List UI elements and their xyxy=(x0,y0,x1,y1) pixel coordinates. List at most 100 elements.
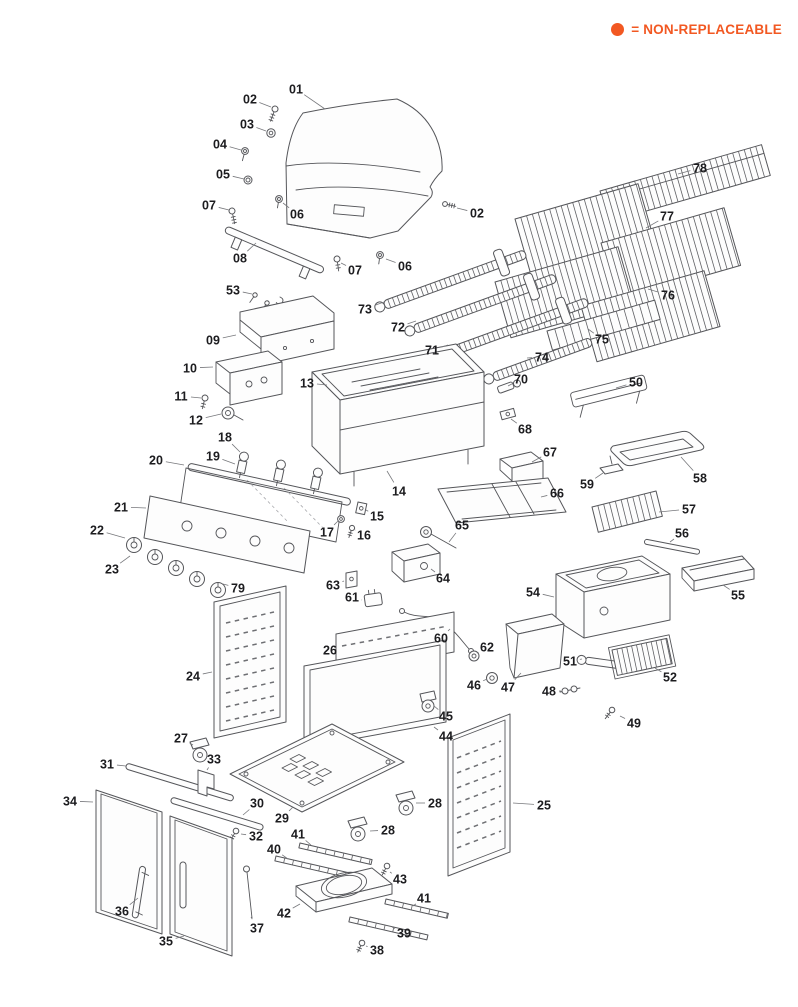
leader-line-11 xyxy=(190,396,202,399)
leader-line-54 xyxy=(542,593,555,598)
leader-line-43 xyxy=(389,871,393,874)
support-rail-56 xyxy=(643,538,701,555)
leader-line-41 xyxy=(412,903,417,907)
leader-line-70 xyxy=(507,383,513,387)
part-label-61: 61 xyxy=(345,591,359,605)
leader-line-05 xyxy=(232,175,245,180)
caster-28b xyxy=(347,816,368,842)
part-label-71: 71 xyxy=(425,344,439,358)
slide-rail-41b xyxy=(384,898,449,919)
part-label-13: 13 xyxy=(300,377,314,391)
burner-tube-74 xyxy=(483,338,593,385)
leader-line-04 xyxy=(229,146,242,151)
grommet-17 xyxy=(337,515,345,523)
firebox-13 xyxy=(311,343,485,487)
part-label-37: 37 xyxy=(250,922,264,936)
control-knob xyxy=(147,549,163,565)
bottom-panel-29 xyxy=(229,723,405,813)
part-label-07: 07 xyxy=(348,264,362,278)
part-label-29: 29 xyxy=(275,812,289,826)
leader-line-18 xyxy=(231,443,241,453)
leader-line-57 xyxy=(658,509,680,513)
side-shelf-58 xyxy=(610,430,705,467)
grommet-62 xyxy=(468,650,480,662)
screw-11 xyxy=(200,394,209,410)
part-label-44: 44 xyxy=(439,730,453,744)
leader-line-29 xyxy=(288,806,294,812)
leader-line-53 xyxy=(242,291,253,295)
screw-07 xyxy=(228,207,237,225)
part-label-63: 63 xyxy=(326,579,340,593)
heat-plate-75 xyxy=(546,299,661,351)
part-label-75: 75 xyxy=(595,333,609,347)
screw-38 xyxy=(356,939,366,953)
leader-line-36 xyxy=(129,897,139,906)
part-label-21: 21 xyxy=(114,501,128,515)
part-label-40: 40 xyxy=(267,843,281,857)
leader-line-24 xyxy=(202,671,213,675)
part-label-58: 58 xyxy=(693,472,707,486)
part-label-04: 04 xyxy=(213,138,227,152)
part-label-14: 14 xyxy=(392,485,406,499)
part-label-25: 25 xyxy=(537,799,551,813)
part-label-62: 62 xyxy=(480,641,494,655)
bolt-04 xyxy=(241,147,249,162)
slide-rail-39 xyxy=(348,916,429,941)
leader-line-47 xyxy=(514,672,522,680)
leader-line-55 xyxy=(722,584,730,590)
part-label-09: 09 xyxy=(206,334,220,348)
leader-line-58 xyxy=(680,456,694,471)
part-label-31: 31 xyxy=(100,758,114,772)
valve-18 xyxy=(236,451,249,479)
leader-line-65 xyxy=(448,532,457,543)
part-label-33: 33 xyxy=(207,753,221,767)
leader-line-02 xyxy=(456,207,468,211)
leader-line-22 xyxy=(106,532,126,539)
heat-shield-09 xyxy=(239,295,335,366)
part-label-48: 48 xyxy=(542,685,556,699)
leader-line-56 xyxy=(669,538,675,543)
leader-line-33 xyxy=(206,767,209,771)
igniter-module-64 xyxy=(391,543,441,583)
part-label-60: 60 xyxy=(434,632,448,646)
leader-line-01 xyxy=(304,94,326,110)
part-label-20: 20 xyxy=(149,454,163,468)
valve-19 xyxy=(273,459,286,487)
burner-tray-42 xyxy=(295,867,393,913)
fitting-48 xyxy=(559,685,581,695)
bracket-33 xyxy=(197,769,215,797)
part-label-50: 50 xyxy=(629,376,643,390)
part-label-74: 74 xyxy=(535,351,549,365)
door-34 xyxy=(95,789,163,935)
valve xyxy=(310,467,323,495)
part-label-07: 07 xyxy=(202,199,216,213)
part-label-16: 16 xyxy=(357,529,371,543)
part-label-76: 76 xyxy=(661,289,675,303)
part-label-39: 39 xyxy=(397,927,411,941)
leader-line-76 xyxy=(647,288,659,293)
leader-line-08 xyxy=(247,242,257,252)
control-knob xyxy=(126,537,142,553)
hood-part-01 xyxy=(285,98,443,239)
part-label-70: 70 xyxy=(514,373,528,387)
part-label-67: 67 xyxy=(543,446,557,460)
nut-05 xyxy=(243,175,253,185)
leader-line-13 xyxy=(316,383,328,386)
part-label-03: 03 xyxy=(240,118,254,132)
support-rail-31 xyxy=(125,763,234,802)
part-label-36: 36 xyxy=(115,905,129,919)
part-label-26: 26 xyxy=(323,644,337,658)
cap-46 xyxy=(486,672,498,684)
leader-line-71 xyxy=(441,344,449,348)
part-label-79: 79 xyxy=(231,582,245,596)
non-replaceable-dot-icon xyxy=(611,23,625,36)
part-label-45: 45 xyxy=(439,710,453,724)
part-label-47: 47 xyxy=(501,681,515,695)
leader-line-67 xyxy=(531,456,542,463)
drip-tray-55 xyxy=(681,555,755,592)
leader-line-35 xyxy=(175,935,185,939)
part-label-57: 57 xyxy=(682,503,696,517)
leader-line-77 xyxy=(645,220,659,229)
